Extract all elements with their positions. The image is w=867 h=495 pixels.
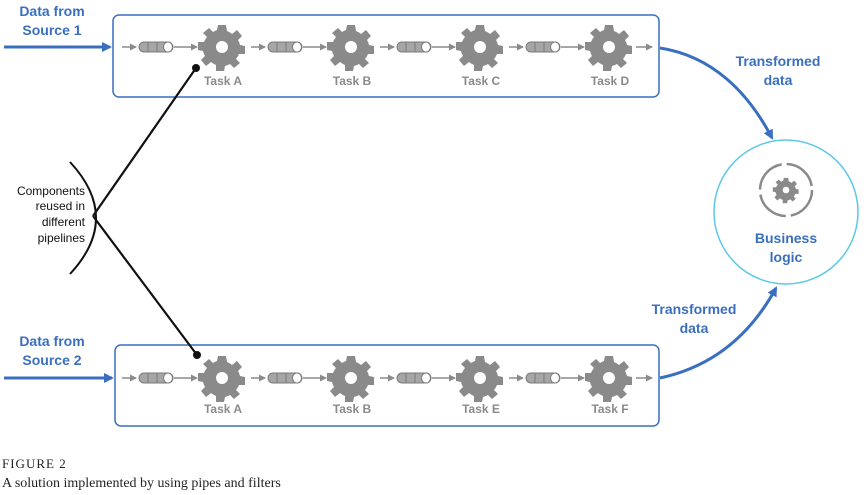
transformed-data-arrow-1	[659, 46, 774, 140]
components-note-line2: reused in	[36, 199, 85, 213]
transformed-data-arrow-2	[659, 286, 778, 380]
pipeline-2-task-label-1: Task A	[204, 402, 242, 416]
connector-to-pipeline-2-task-a	[92, 215, 198, 356]
source-1-label-line1: Data from	[19, 3, 84, 19]
pipeline-2-task-label-2: Task B	[333, 402, 372, 416]
pipeline-1-filter-gear-icon-3	[456, 25, 503, 71]
pipeline-1-frame	[112, 14, 660, 98]
output-2: Transformed data	[652, 286, 778, 380]
pipeline-2-pipe-4	[525, 372, 561, 384]
pipeline-1-pipe-3	[396, 41, 432, 53]
source-1-label-line2: Source 1	[22, 22, 81, 38]
transformed-data-2-line1: Transformed	[652, 301, 737, 317]
pipeline-1-pipe-4	[525, 41, 561, 53]
figure-number: FIGURE 2	[2, 456, 67, 471]
connector-to-pipeline-1-task-a	[92, 67, 197, 217]
pipeline-2-pipe-2	[267, 372, 303, 384]
pipeline-2-pipe-3	[396, 372, 432, 384]
pipeline-1-stages: Task A Task B Task C Task D	[122, 25, 653, 88]
business-logic-line1: Business	[755, 230, 817, 246]
pipeline-1-pipe-1	[138, 41, 174, 53]
pipeline-1-filter-gear-icon-4	[585, 25, 632, 71]
components-note-line1: Components	[17, 184, 85, 198]
brace-arc	[69, 161, 97, 275]
components-note-line4: pipelines	[38, 231, 85, 245]
pipeline-1-task-label-4: Task D	[591, 74, 630, 88]
pipeline-2-task-label-4: Task F	[591, 402, 628, 416]
pipeline-2-task-label-3: Task E	[462, 402, 500, 416]
connector-dot-2	[193, 351, 201, 359]
pipeline-1-task-label-3: Task C	[462, 74, 501, 88]
figure-caption: A solution implemented by using pipes an…	[2, 476, 281, 491]
pipeline-1-filter-gear-icon-1	[198, 25, 245, 71]
components-reused-note: Components reused in different pipelines	[17, 64, 201, 359]
pipeline-1-pipe-2	[267, 41, 303, 53]
pipeline-2-filter-gear-icon-1	[198, 356, 245, 402]
pipeline-2-filter-gear-icon-4	[585, 356, 632, 402]
business-logic-line2: logic	[770, 249, 803, 265]
pipeline-1-task-label-1: Task A	[204, 74, 242, 88]
pipeline-2-filter-gear-icon-3	[456, 356, 503, 402]
business-logic: Business logic	[713, 139, 859, 285]
connector-dot-1	[192, 64, 200, 72]
pipeline-2-stages: Task A Task B Task E Task F	[122, 356, 653, 416]
pipeline-2-frame	[114, 344, 660, 427]
pipeline-1-task-label-2: Task B	[333, 74, 372, 88]
source-2-label-line1: Data from	[19, 333, 84, 349]
transformed-data-1-line2: data	[764, 72, 793, 88]
output-1: Transformed data	[659, 46, 821, 140]
pipeline-2-pipe-1	[138, 372, 174, 384]
components-note-line3: different	[42, 215, 86, 229]
refresh-gear-icon	[758, 162, 814, 218]
source-2-label-line2: Source 2	[22, 352, 81, 368]
pipeline-1-filter-gear-icon-2	[327, 25, 374, 71]
business-logic-circle	[713, 139, 859, 285]
transformed-data-1-line1: Transformed	[736, 53, 821, 69]
pipeline-2-filter-gear-icon-2	[327, 356, 374, 402]
transformed-data-2-line2: data	[680, 320, 709, 336]
